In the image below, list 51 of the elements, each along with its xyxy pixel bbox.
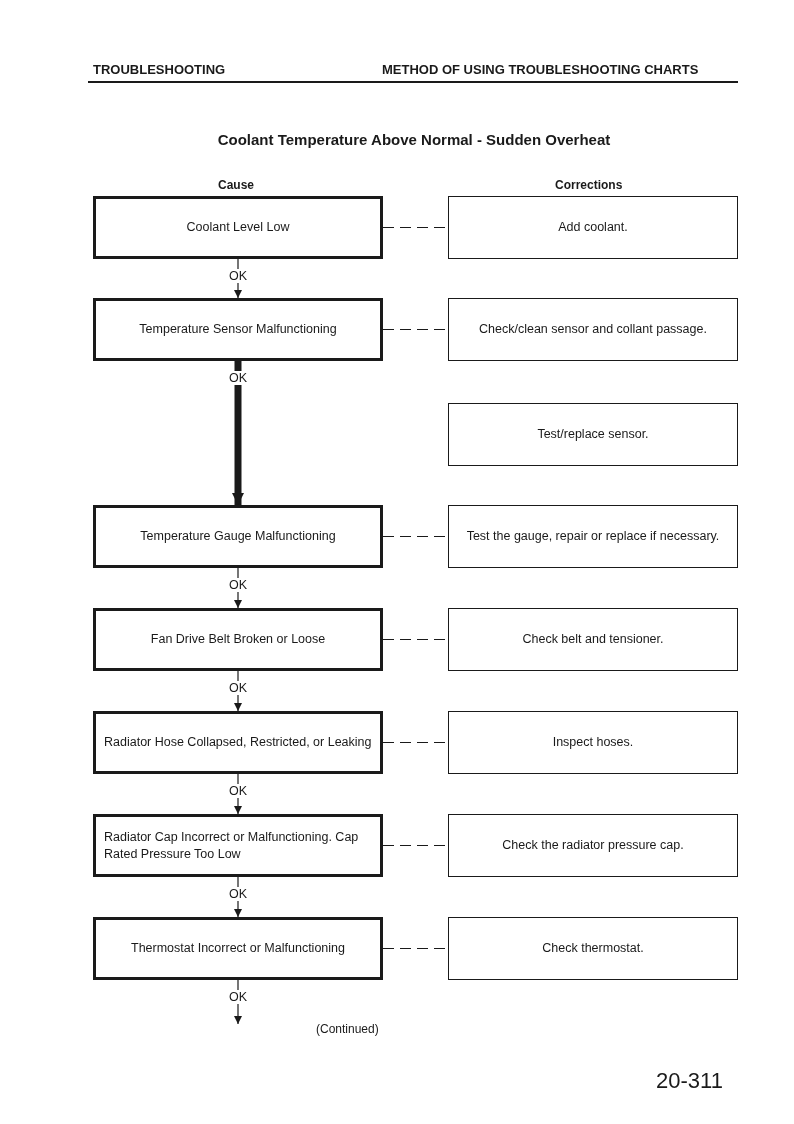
correction-box (448, 505, 738, 568)
cause-box (93, 711, 383, 774)
edge-label: OK (226, 681, 250, 695)
cause-box (93, 608, 383, 671)
box-text: Add coolant. (558, 219, 628, 236)
box-text: Radiator Hose Collapsed, Restricted, or Leaking (104, 734, 372, 751)
box-text: Test the gauge, repair or replace if necessary. (466, 528, 720, 545)
cause-box (93, 917, 383, 980)
box-text: Thermostat Incorrect or Malfunctioning (131, 940, 345, 957)
correction-box (448, 711, 738, 774)
correction-box (448, 814, 738, 877)
box-text: Check thermostat. (542, 940, 644, 957)
arrow (234, 670, 242, 712)
box-text: Temperature Gauge Malfunctioning (140, 528, 336, 545)
arrow (234, 876, 242, 918)
correction-box (448, 608, 738, 671)
page-header: METHOD OF USING TROUBLESHOOTING CHARTS (382, 62, 699, 77)
page-number: 20-311 (656, 1068, 723, 1094)
cause-box (93, 505, 383, 568)
cause-box (93, 196, 383, 259)
box-text: Check belt and tensioner. (522, 631, 664, 648)
arrow (232, 361, 244, 505)
box-text: Test/replace sensor. (537, 426, 649, 443)
arrow (234, 258, 242, 299)
box-text: Inspect hoses. (552, 734, 634, 751)
box-text: Check the radiator pressure cap. (502, 837, 684, 854)
chart-title: Coolant Temperature Above Normal - Sudden Overheat (216, 131, 612, 148)
correction-box (448, 403, 738, 466)
box-text: Fan Drive Belt Broken or Loose (150, 631, 326, 648)
page-header: TROUBLESHOOTING (93, 62, 226, 77)
column-heading: Cause (218, 178, 255, 192)
correction-box (448, 298, 738, 361)
box-text: Check/clean sensor and collant passage. (479, 321, 707, 338)
edge-label: OK (226, 269, 250, 283)
box-text: Coolant Level Low (186, 219, 290, 236)
box-text: Radiator Cap Incorrect or Malfunctioning. Cap Rated Pressure Too Low (104, 829, 360, 862)
edge-label: OK (226, 784, 250, 798)
arrow (234, 773, 242, 815)
correction-box (448, 196, 738, 259)
edge-label: OK (226, 990, 250, 1004)
cause-box (93, 814, 383, 877)
edge-label: OK (226, 371, 250, 385)
arrow (234, 567, 242, 609)
box-text: Temperature Sensor Malfunctioning (139, 321, 337, 338)
edge-label: OK (226, 887, 250, 901)
cause-box (93, 298, 383, 361)
arrow (234, 979, 242, 1025)
edge-label: OK (226, 578, 250, 592)
note: (Continued) (316, 1022, 379, 1036)
correction-box (448, 917, 738, 980)
column-heading: Corrections (555, 178, 623, 192)
